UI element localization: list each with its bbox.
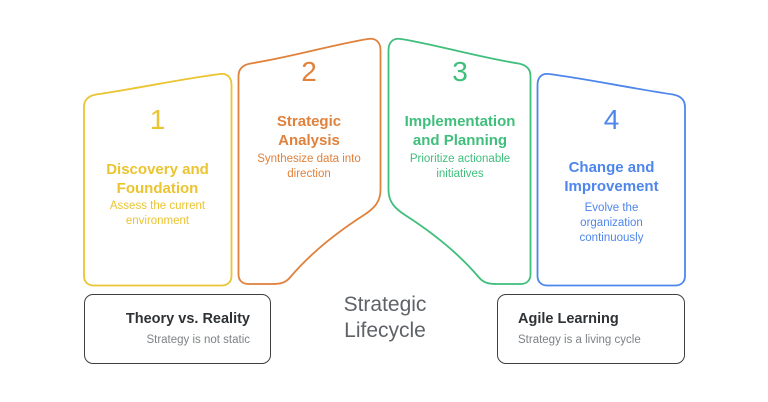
panel-1-number: 1 <box>149 104 166 135</box>
note-subtitle: Strategy is a living cycle <box>518 334 641 346</box>
diagram-title: Strategic Lifecycle <box>343 293 427 342</box>
note-box-theory-vs-reality: Theory vs. Reality Strategy is not stati… <box>84 294 271 364</box>
note-subtitle: Strategy is not static <box>146 334 250 346</box>
panel-3-number: 3 <box>452 56 468 87</box>
panel-2-shape <box>237 37 382 285</box>
note-title: Agile Learning <box>518 311 619 327</box>
panel-2-number: 2 <box>301 56 317 87</box>
panel-4-title: Change and Improvement <box>564 159 659 195</box>
panel-3-title: Implementation and Planning <box>404 113 516 149</box>
panel-1-subtitle: Assess the current environment <box>109 200 206 227</box>
panel-1-title: Discovery and Foundation <box>106 161 209 197</box>
panel-4-shape <box>536 72 686 287</box>
panel-4-number: 4 <box>603 104 620 135</box>
panel-2-title: Strategic Analysis <box>276 113 342 149</box>
panel-3-subtitle: Prioritize actionable initiatives <box>409 153 511 180</box>
panel-4-subtitle: Evolve the organization continuously <box>579 202 644 244</box>
note-box-agile-learning: Agile Learning Strategy is a living cycl… <box>497 294 685 364</box>
panel-3-shape <box>387 37 532 285</box>
panel-1-shape <box>83 72 233 287</box>
panel-2-subtitle: Synthesize data into direction <box>257 153 361 180</box>
note-title: Theory vs. Reality <box>125 311 250 327</box>
